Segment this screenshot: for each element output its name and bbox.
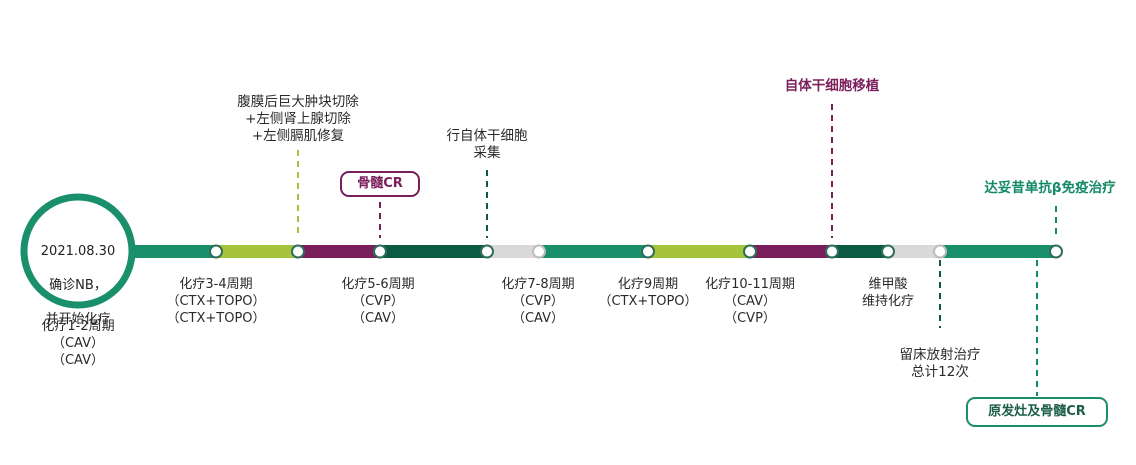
timeline-node-9 [881,244,895,259]
timeline-node-1 [209,244,223,259]
phase-label-5: 化疗9周期 （CTX+TOPO） [598,277,698,309]
phase-label-7: 维甲酸 维持化疗 [861,277,914,309]
event-marrow-cr-pill: 骨髓CR [340,171,420,197]
event-marrow-cr-label: 骨髓CR [357,176,403,191]
timeline-node-6 [641,244,655,259]
start-diagnosis: 确诊NB， [49,278,107,293]
event-dinutuximab: 达妥昔单抗β免疫治疗 [984,180,1116,196]
start-begin-chemo: 并开始化疗 [45,312,111,327]
timeline-segment-purple-2 [750,245,832,258]
phase-label-1: 化疗1-2周期 （CAV） （CAV） [41,319,115,368]
timeline-node-7 [743,244,757,259]
phase-label-3: 化疗5-6周期 （CVP） （CAV） [341,277,415,326]
event-primary-cr-label: 原发灶及骨髓CR [988,404,1086,419]
timeline-segment-lime-1 [216,245,298,258]
event-primary-cr-pill: 原发灶及骨髓CR [966,397,1108,427]
timeline-segment-lime-2 [648,245,750,258]
event-stem-cell-transplant: 自体干细胞移植 [784,78,880,94]
timeline-node-5 [532,244,546,259]
phase-label-4: 化疗7-8周期 （CVP） （CAV） [501,277,575,326]
timeline-segment-green-1 [132,245,216,258]
start-date: 2021.08.30 [40,244,116,259]
timeline-segment-darkgreen-1 [380,245,487,258]
timeline-segment-green-3 [940,245,1056,258]
timeline-node-3 [373,244,387,259]
timeline-node-4 [480,244,494,259]
event-radiotherapy: 留床放射治疗 总计12次 [878,330,1002,398]
timeline-segment-darkgreen-2 [832,245,888,258]
timeline-segment-gray-2 [888,245,940,258]
timeline-segment-green-2 [539,245,648,258]
event-radiotherapy-label: 留床放射治疗 总计12次 [899,347,981,380]
start-text: 2021.08.30 确诊NB， 并开始化疗 [28,226,128,345]
timeline-node-11 [1049,244,1063,259]
timeline-segment-gray-1 [487,245,539,258]
timeline-node-10 [933,244,947,259]
timeline-node-8 [825,244,839,259]
phase-label-2: 化疗3-4周期 （CTX+TOPO） （CTX+TOPO） [166,277,266,326]
event-surgery: 腹膜后巨大肿块切除 +左侧肾上腺切除 +左侧膈肌修复 [237,94,359,144]
timeline-segment-purple-1 [298,245,380,258]
event-stem-cell-collect: 行自体干细胞 采集 [446,128,528,161]
phase-label-6: 化疗10-11周期 （CAV） （CVP） [705,277,795,326]
timeline-node-2 [291,244,305,259]
start-circle [20,193,136,309]
